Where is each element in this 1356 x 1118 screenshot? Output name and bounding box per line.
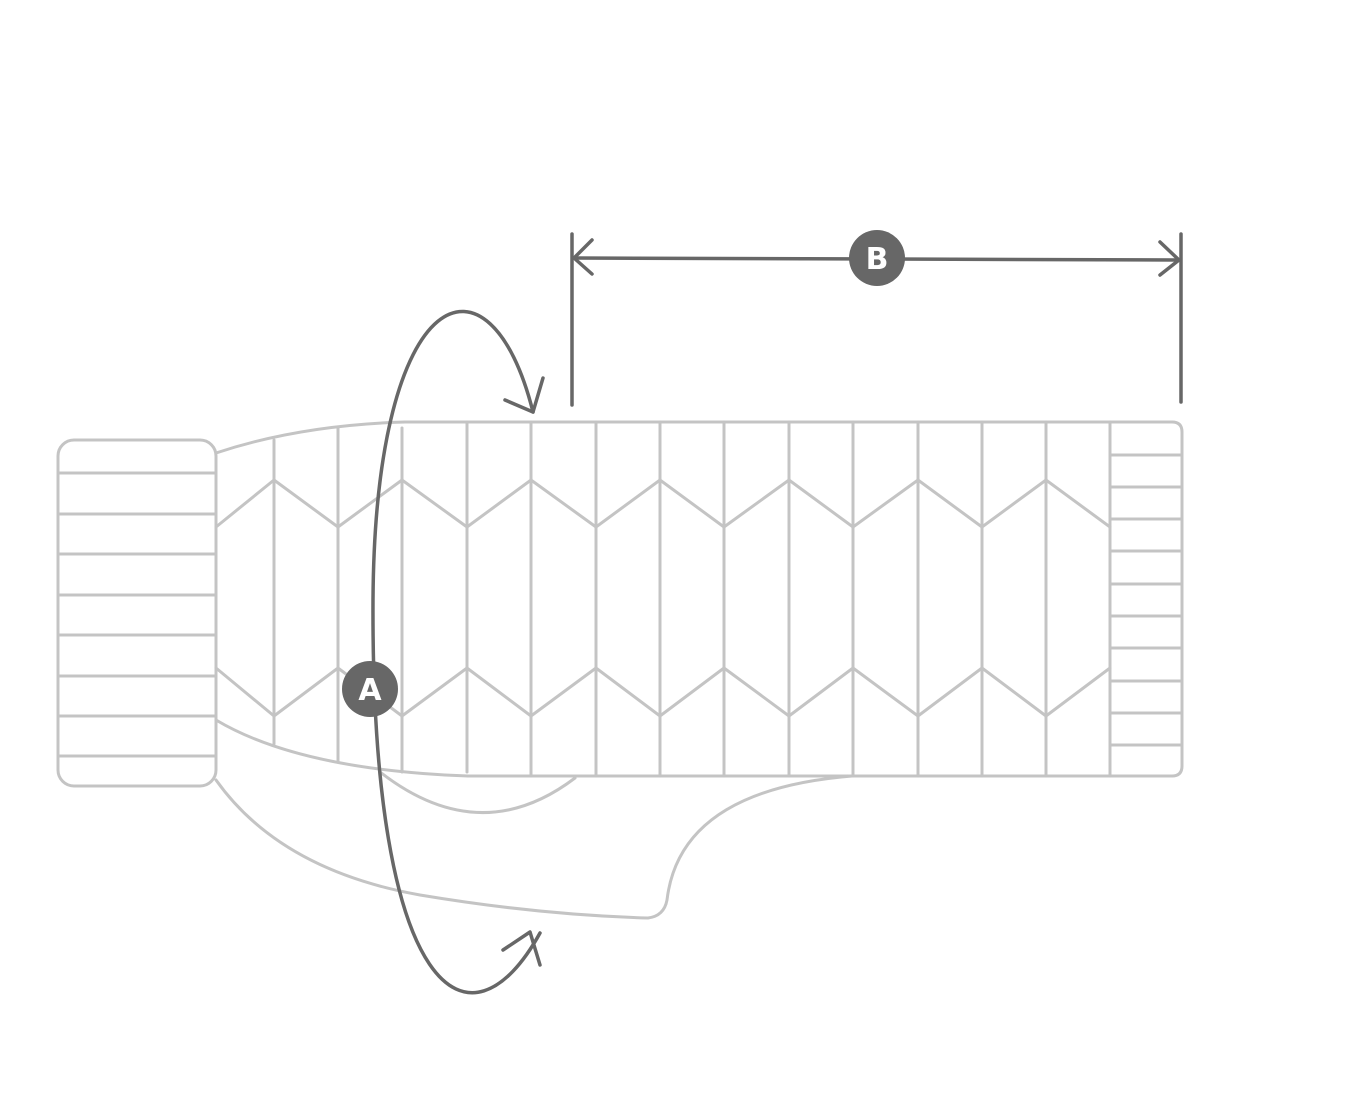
cable-zigzag-top [214, 478, 1112, 529]
collar-outline [56, 438, 218, 788]
badge-a-circle [342, 661, 398, 717]
belly-flap [214, 774, 854, 920]
collar [56, 438, 218, 788]
badge-b-label: B [866, 242, 889, 277]
badge-b-circle [849, 230, 905, 286]
circumference-loop [371, 309, 542, 995]
collar-ribbing [56, 471, 218, 758]
badge-b: B [849, 230, 905, 286]
arrowhead-b-left [572, 238, 594, 276]
arrowhead-a-bottom [501, 930, 542, 967]
sweater-illustration [56, 420, 1184, 920]
badge-a-label: A [358, 673, 382, 708]
arrowhead-a-top [503, 376, 545, 414]
arrowhead-b-right [1158, 240, 1181, 277]
body-outline [214, 420, 1184, 778]
measurement-a-circumference: A [342, 309, 545, 995]
badge-a: A [342, 661, 398, 717]
measurement-b-length: B [570, 230, 1183, 407]
leg-opening [378, 770, 577, 814]
tail-cuff-ribbing [1108, 453, 1184, 747]
body-cable-lines [272, 420, 1112, 778]
